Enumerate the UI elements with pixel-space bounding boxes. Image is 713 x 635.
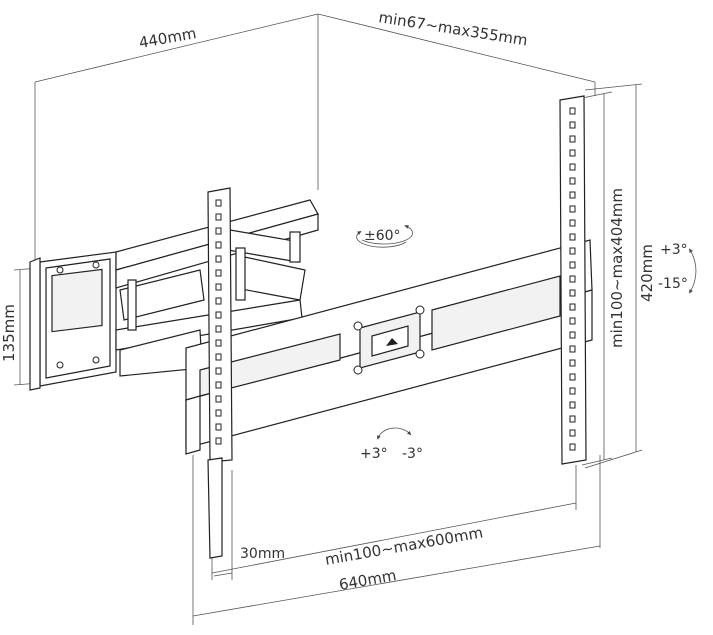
wall-plate-height-label: 135mm (0, 304, 18, 362)
slot-hole (569, 317, 576, 325)
level-plus-label: +3° (360, 446, 388, 462)
slot-hole (569, 289, 576, 297)
slot-hole (569, 275, 576, 283)
slot-hole (215, 437, 222, 445)
slot-hole (569, 443, 576, 451)
slot-hole (215, 297, 222, 305)
slot-hole (569, 233, 576, 241)
horizontal-pattern-label: min100~max600mm (324, 523, 485, 569)
level-minus-label: -3° (402, 446, 423, 462)
wall-plate (29, 251, 117, 391)
slot-hole (569, 219, 576, 227)
slot-hole (569, 387, 576, 395)
tilt-down-label: -15° (658, 276, 688, 292)
tilt-indicator (688, 248, 697, 294)
slot-hole (569, 373, 576, 381)
slot-hole (569, 429, 576, 437)
swivel-indicator (356, 225, 413, 248)
vertical-pattern-label: min100~max404mm (608, 188, 626, 348)
slot-hole (569, 359, 576, 367)
slot-hole (215, 395, 222, 403)
slot-hole (215, 269, 222, 277)
slot-hole (215, 255, 222, 263)
slot-hole (215, 325, 222, 333)
slot-hole (215, 283, 222, 291)
total-height-label: 420mm (638, 244, 656, 302)
depth-top-label: 440mm (138, 24, 198, 52)
slot-hole (215, 423, 222, 431)
slot-hole (569, 191, 576, 199)
slot-hole (569, 205, 576, 213)
slot-hole (215, 213, 222, 221)
horizontal-rail (185, 239, 593, 455)
total-width-label: 640mm (338, 566, 398, 594)
slot-hole (569, 247, 576, 255)
tilt-up-label: +3° (660, 242, 688, 258)
side-offset-label: 30mm (240, 546, 285, 562)
slot-hole (569, 135, 576, 143)
slot-hole (569, 107, 576, 115)
slot-hole (569, 415, 576, 423)
slot-hole (215, 311, 222, 319)
slot-hole (569, 401, 576, 409)
slot-hole (569, 261, 576, 269)
slot-hole (215, 339, 222, 347)
slot-hole (215, 381, 222, 389)
slot-hole (215, 199, 222, 207)
slot-hole (569, 163, 576, 171)
bracket-holes (215, 107, 576, 451)
slot-hole (569, 149, 576, 157)
slot-hole (215, 227, 222, 235)
slot-hole (215, 409, 222, 417)
slot-hole (569, 177, 576, 185)
slot-hole (569, 331, 576, 339)
slot-hole (215, 241, 222, 249)
swivel-angle-label: ±60° (364, 228, 401, 244)
slot-hole (569, 345, 576, 353)
dimension-lines (13, 13, 643, 625)
extension-label: min67~max355mm (377, 8, 528, 49)
vertical-bracket-left (207, 187, 233, 559)
slot-hole (569, 303, 576, 311)
slot-hole (215, 367, 222, 375)
slot-hole (215, 353, 222, 361)
level-indicator (377, 427, 412, 440)
slot-hole (569, 121, 576, 129)
